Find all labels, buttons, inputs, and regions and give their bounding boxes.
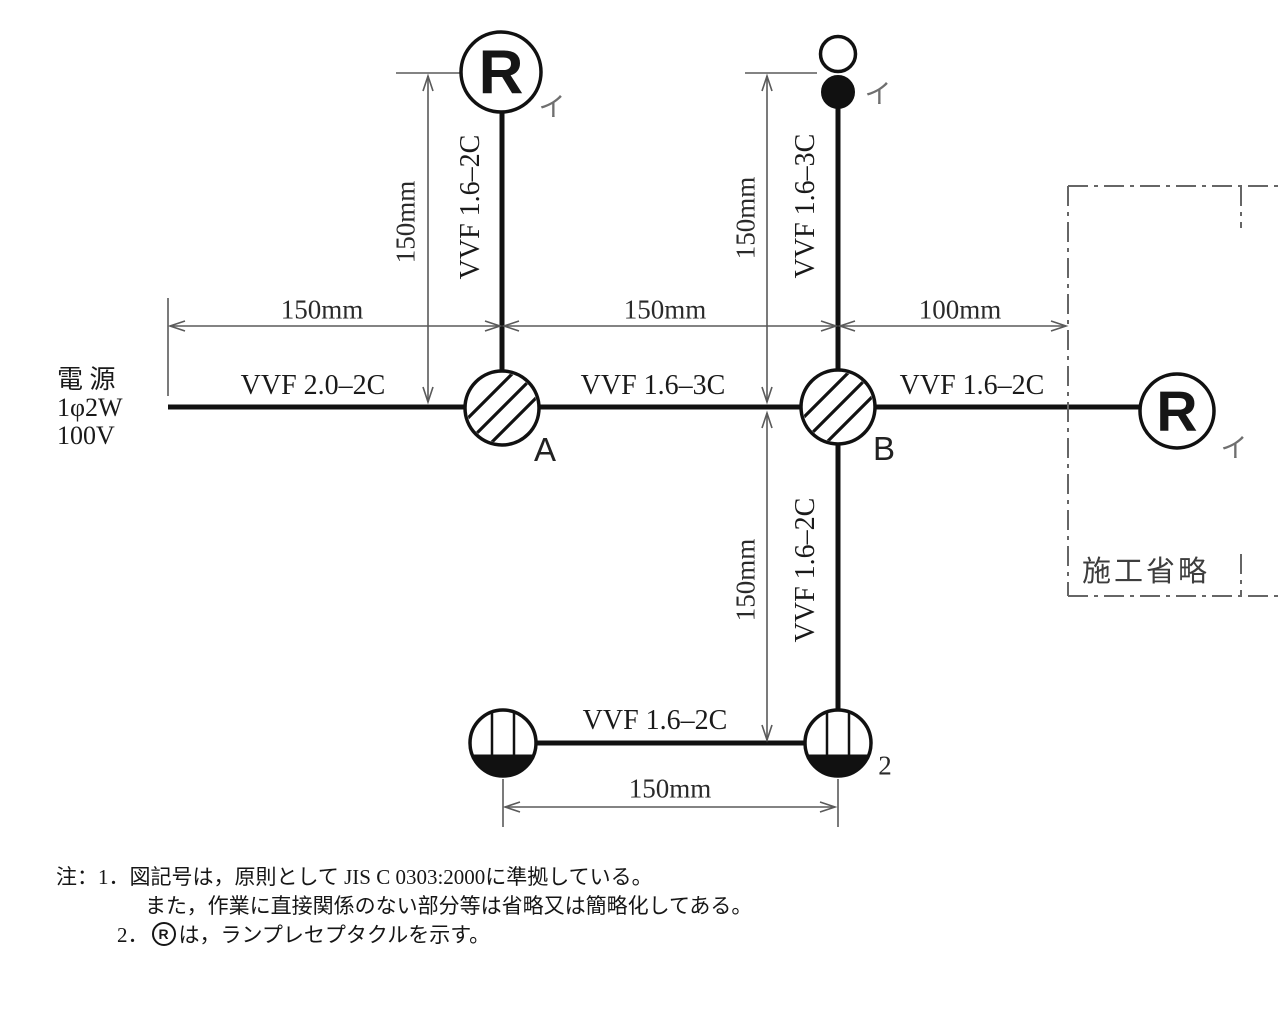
dim-b-to-omission: 100mm: [918, 294, 1002, 325]
cable-label-b-to-omission: VVF 1.6–2C: [899, 370, 1045, 401]
power-source-label: 電 源 1φ2W 100V: [57, 366, 123, 450]
note-item-1-line-2: また，作業に直接関係のない部分等は省略又は簡略化してある。: [145, 894, 753, 918]
cable-label-b-to-lamp: VVF 1.6–3C: [790, 133, 821, 279]
dim-receptacle-drop: 150mm: [390, 180, 421, 264]
note-item-2: 2． R は，ランプレセプタクルを示す。: [117, 919, 490, 949]
power-source-voltage: 100V: [57, 421, 115, 450]
power-source-title: 電 源: [57, 365, 116, 394]
circuit-mark-top-right: イ: [864, 79, 892, 110]
note-item-1-line-1: 注：1． 図記号は，原則として JIS C 0303:2000に準拠している。: [56, 861, 653, 891]
cable-label-b-to-outlet: VVF 1.6–2C: [790, 497, 821, 643]
lamp-fixture-symbol: [818, 34, 858, 109]
circuit-mark-right: イ: [1220, 433, 1248, 464]
outlet-left-symbol: [468, 708, 538, 778]
power-source-phase: 1φ2W: [57, 393, 123, 422]
lamp-receptacle-top-symbol: [459, 30, 543, 114]
junction-box-a-symbol: [463, 369, 541, 447]
dim-a-to-b: 150mm: [623, 294, 707, 325]
dim-outlet-drop: 150mm: [730, 538, 761, 622]
outlet-count-label: 2: [878, 750, 892, 781]
cable-label-source-to-a: VVF 2.0–2C: [240, 370, 386, 401]
dimension-lines: [167, 72, 1069, 827]
receptacle-right-letter: R: [1156, 380, 1198, 444]
omission-box-label: 施工省略: [1081, 556, 1211, 588]
dim-outlet-span: 150mm: [628, 773, 712, 804]
dim-lamp-drop: 150mm: [730, 176, 761, 260]
note-item-1-text: 図記号は，原則として JIS C 0303:2000に準拠している。: [129, 865, 653, 889]
note-item-2-number: 2．: [117, 923, 149, 947]
junction-box-b-label: B: [872, 430, 896, 467]
circuit-mark-top-left: イ: [538, 92, 566, 123]
lamp-receptacle-right-symbol: [1138, 372, 1216, 450]
note-item-1-prefix: 注：1．: [56, 865, 130, 889]
junction-box-a-label: A: [533, 431, 557, 468]
outlet-right-symbol: [803, 708, 873, 778]
circled-r-symbol: R: [151, 922, 176, 946]
note-item-2-text: は，ランプレセプタクルを示す。: [178, 923, 491, 947]
omission-box-border: [1067, 185, 1280, 597]
cable-label-a-to-b: VVF 1.6–3C: [580, 370, 726, 401]
junction-box-b-symbol: [799, 368, 877, 446]
cable-wires: [168, 107, 1142, 746]
dim-source-to-a: 150mm: [280, 294, 364, 325]
cable-label-a-to-receptacle: VVF 1.6–2C: [455, 134, 486, 280]
receptacle-top-letter: R: [478, 38, 524, 108]
cable-label-outlet-to-outlet: VVF 1.6–2C: [582, 705, 728, 736]
